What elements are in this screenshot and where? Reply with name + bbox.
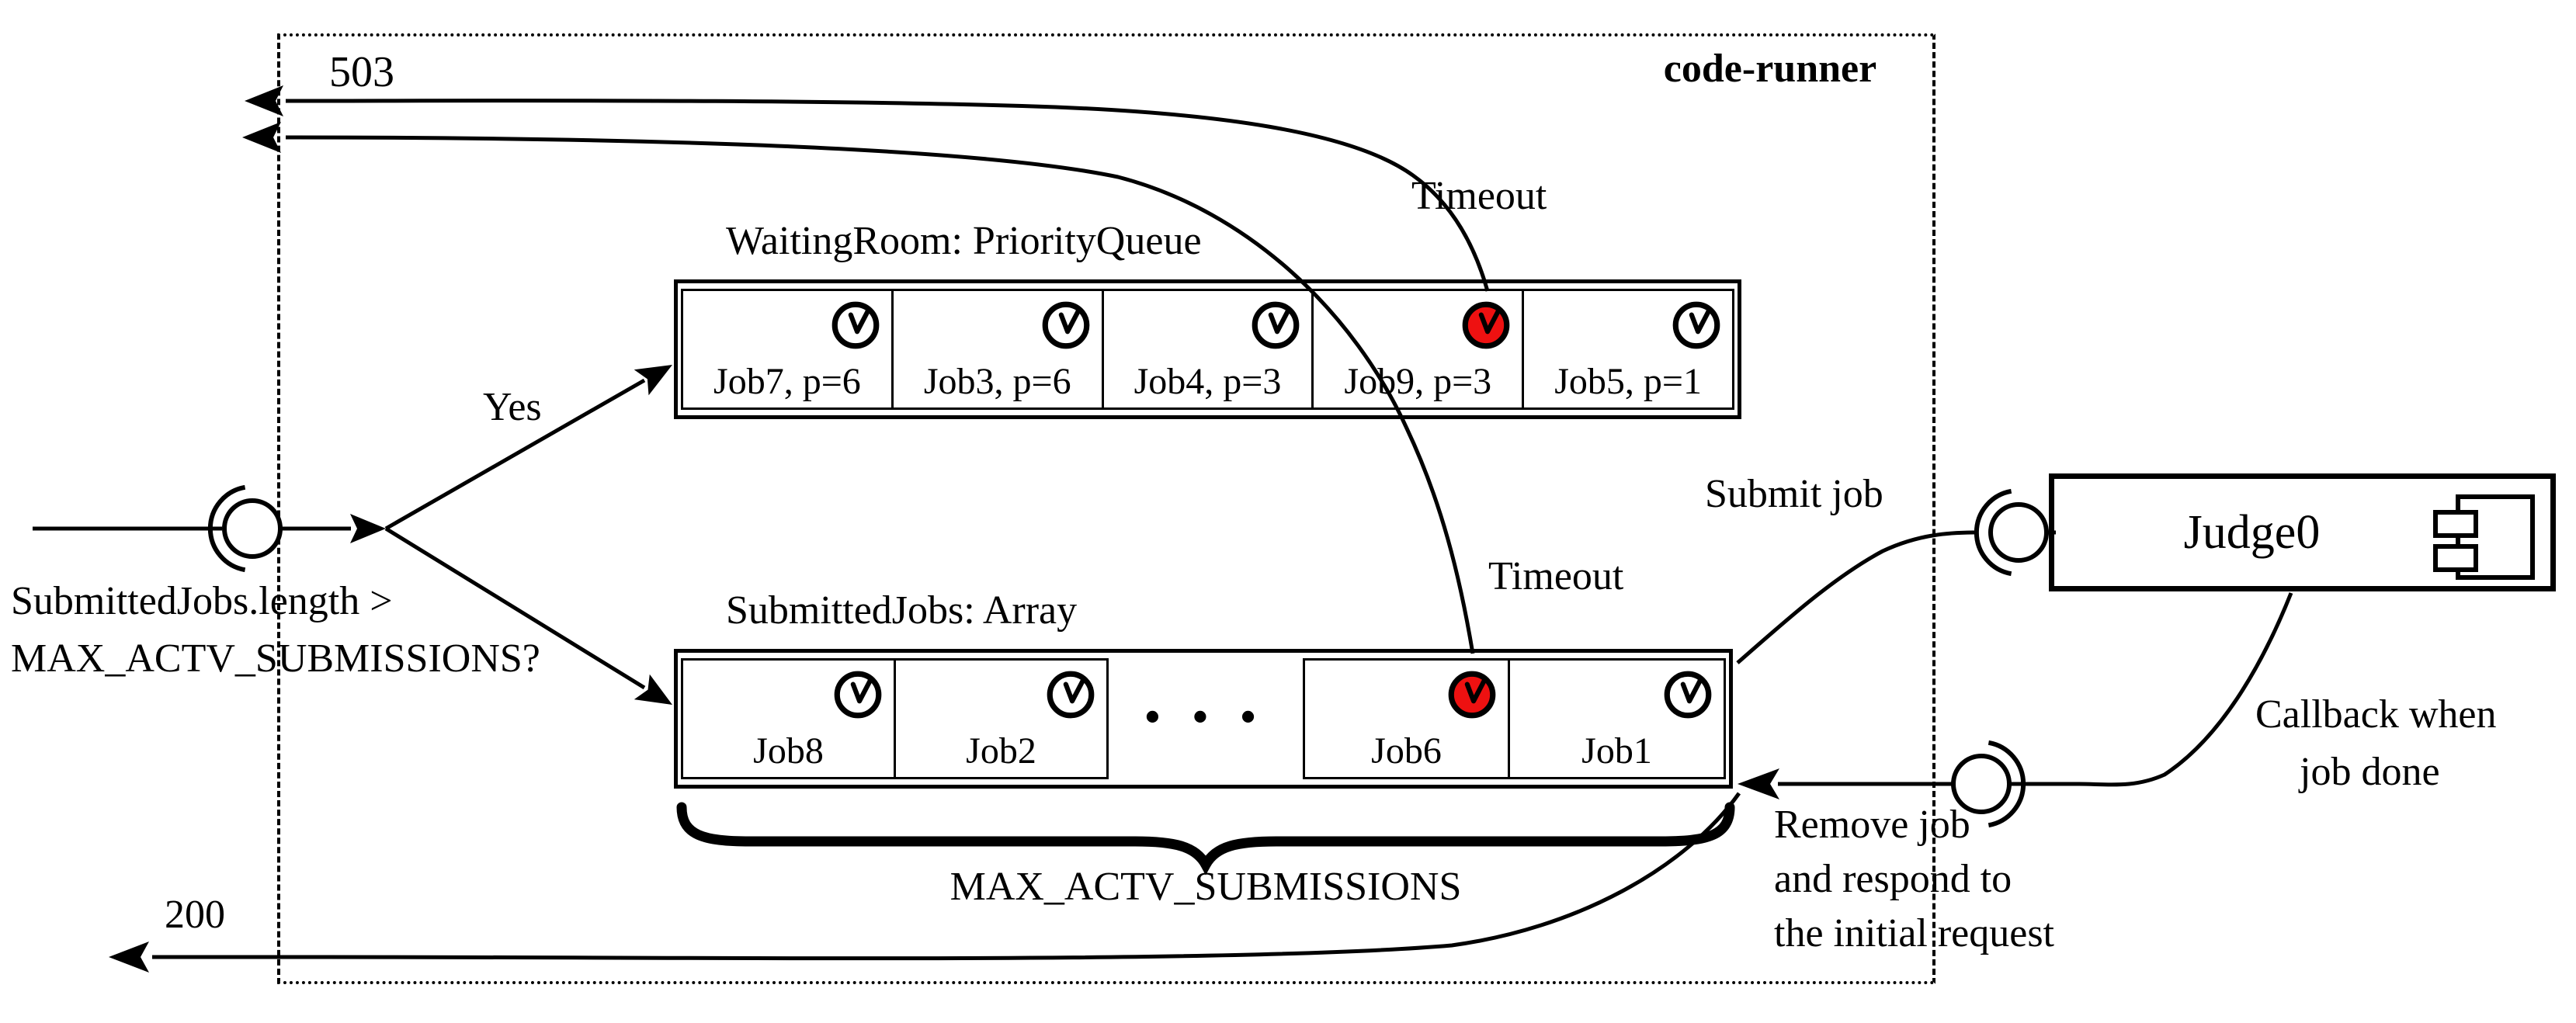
code-runner-boundary (277, 33, 1935, 984)
arrowhead-503-lower (242, 122, 281, 153)
timeout-label-waiting-room: Timeout (1411, 174, 1547, 218)
clock-icon (1668, 297, 1724, 353)
clock-icon (828, 297, 884, 353)
job-cell: Job9, p=3 (1311, 289, 1525, 410)
callback-label-line2: job done (2300, 750, 2440, 794)
clock-icon (1248, 297, 1304, 353)
job-cell: Job8 (681, 658, 896, 779)
ellipsis-dots: • • • (1144, 693, 1267, 741)
array-gap: • • • (1106, 658, 1305, 779)
socket-interface-left (207, 484, 246, 573)
job-cell: Job1 (1508, 658, 1726, 779)
judge0-component: Judge0 (2049, 473, 2556, 591)
status-200-label: 200 (165, 893, 225, 937)
job-cell-label: Job1 (1581, 730, 1652, 772)
job-cell-label: Job5, p=1 (1554, 361, 1702, 402)
remove-note-line3: the initial request (1774, 911, 2055, 955)
job-cell-label: Job6 (1371, 730, 1442, 772)
submitted-jobs-title: SubmittedJobs: Array (726, 588, 1078, 633)
job-cell-label: Job4, p=3 (1134, 361, 1282, 402)
callback-curve (2078, 592, 2293, 787)
job-cell-label: Job2 (966, 730, 1036, 772)
arrowhead-200 (109, 942, 149, 973)
job-cell: Job3, p=6 (890, 289, 1104, 410)
condition-line1: SubmittedJobs.length > (11, 579, 393, 623)
waiting-room-title: WaitingRoom: PriorityQueue (726, 219, 1202, 263)
clock-icon (1043, 667, 1099, 723)
job-cell: Job7, p=6 (681, 289, 894, 410)
timeout-label-submitted-jobs: Timeout (1488, 554, 1624, 598)
submitted-jobs-array: Job8 Job2 • • • Job6 Job1 (674, 649, 1733, 789)
max-actv-submissions-label: MAX_ACTV_SUBMISSIONS (950, 865, 1462, 909)
uml-component-icon-tab (2433, 510, 2478, 538)
code-runner-label: code-runner (1663, 47, 1877, 91)
clock-icon-timeout (1458, 297, 1514, 353)
job-cell: Job2 (894, 658, 1109, 779)
job-cell: Job4, p=3 (1101, 289, 1314, 410)
job-cell-label: Job9, p=3 (1344, 361, 1492, 402)
judge0-label: Judge0 (2183, 505, 2321, 559)
clock-icon-timeout (1444, 667, 1500, 723)
socket-interface-submit (1974, 488, 2012, 577)
job-cell: Job6 (1303, 658, 1510, 779)
job-cell-label: Job8 (753, 730, 824, 772)
status-503-label: 503 (329, 48, 394, 96)
remove-note-line1: Remove job (1774, 803, 1970, 847)
socket-interface-remove (1988, 740, 2026, 828)
ball-interface-left (222, 498, 283, 559)
job-cell: Job5, p=1 (1522, 289, 1734, 410)
ball-interface-submit (1988, 502, 2049, 563)
callback-label-line1: Callback when (2255, 692, 2497, 737)
submit-job-label: Submit job (1705, 472, 1883, 516)
clock-icon (1660, 667, 1716, 723)
job-cell-label: Job3, p=6 (923, 361, 1071, 402)
job-cell-label: Job7, p=6 (713, 361, 861, 402)
condition-line2: MAX_ACTV_SUBMISSIONS? (11, 636, 540, 681)
yes-label: Yes (483, 385, 542, 429)
remove-note-line2: and respond to (1774, 857, 2012, 901)
clock-icon (830, 667, 886, 723)
clock-icon (1038, 297, 1094, 353)
waiting-room-queue: Job7, p=6 Job3, p=6 Job4, p=3 Job9, p=3 … (674, 279, 1741, 419)
uml-component-icon-tab (2433, 544, 2478, 572)
